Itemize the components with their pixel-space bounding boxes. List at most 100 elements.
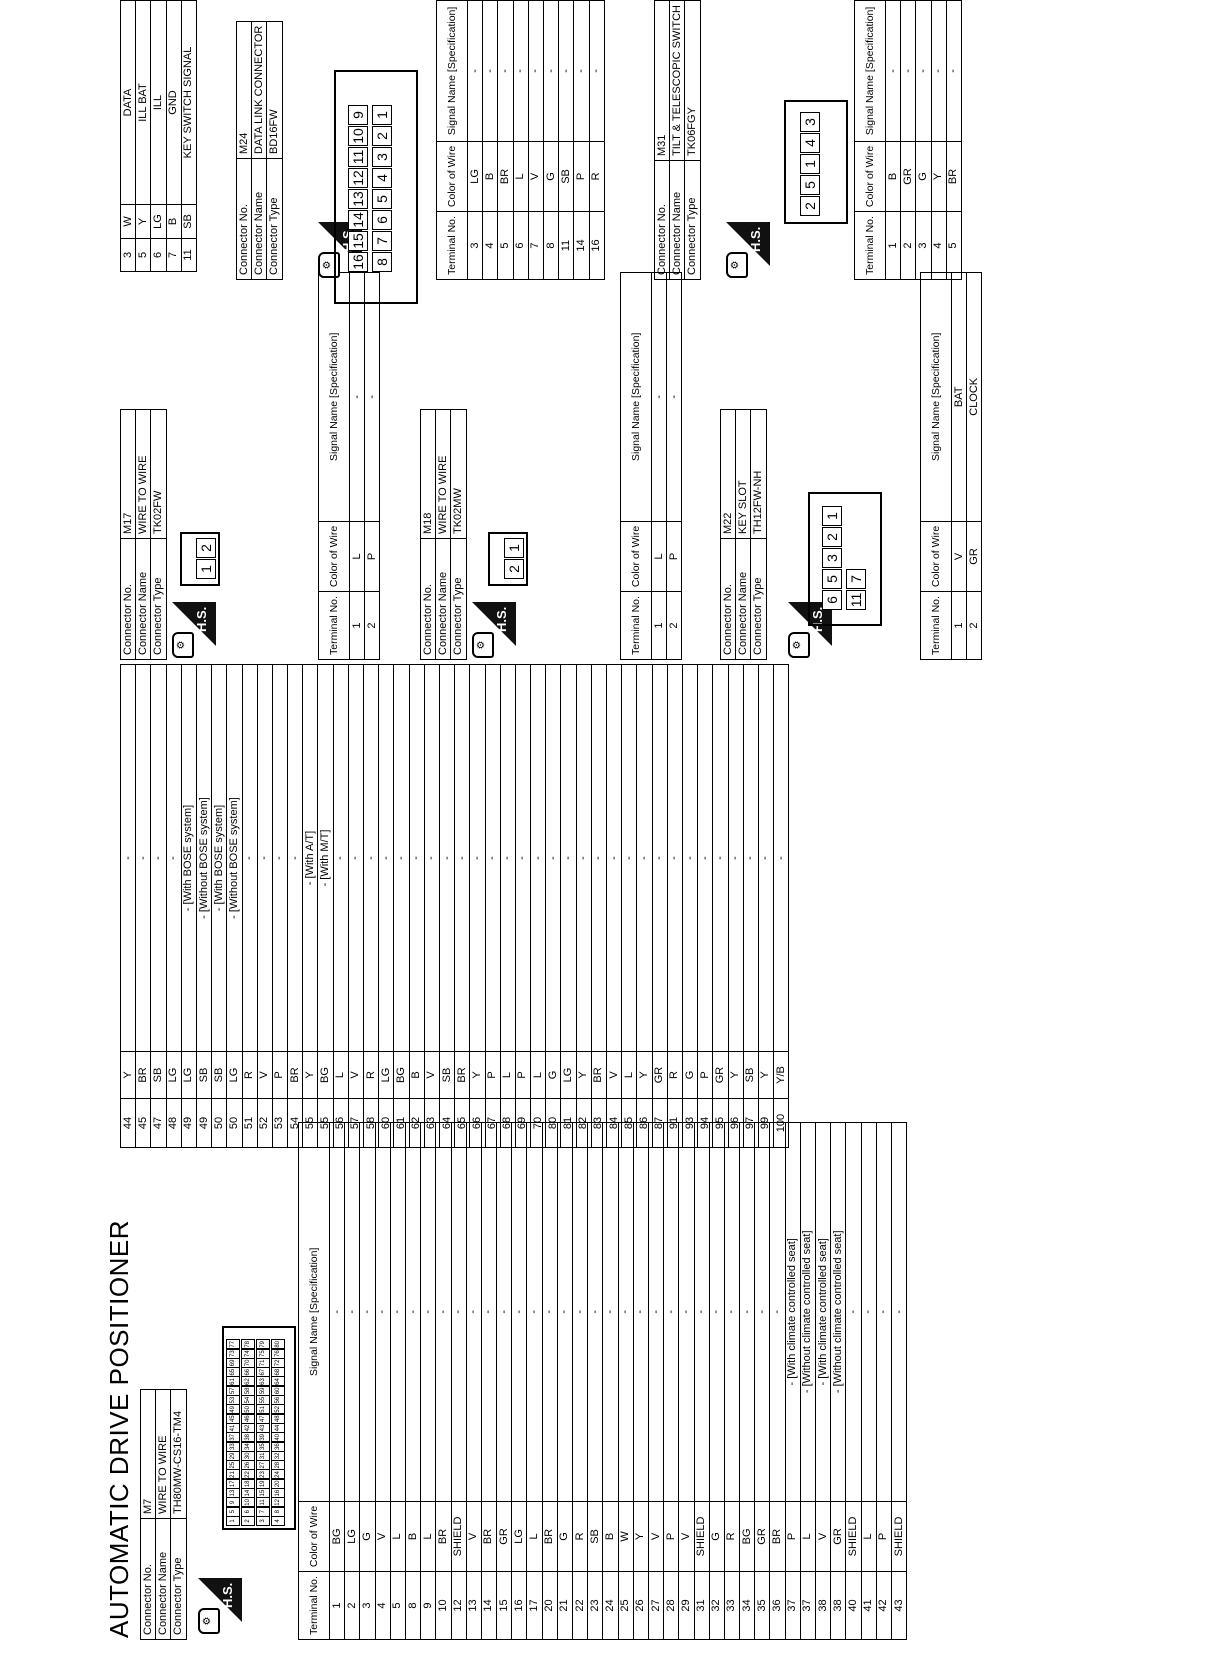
wire-color: L	[500, 1051, 516, 1099]
signal-name: -	[405, 1122, 421, 1502]
wire-color: Y	[469, 1051, 485, 1099]
terminal-no: 43	[891, 1571, 907, 1640]
terminal-no: 100	[773, 1098, 789, 1148]
signal-name: -	[375, 1122, 391, 1502]
terminal-no: 23	[587, 1571, 603, 1640]
wire-color: BR	[769, 1501, 786, 1572]
m7-pin-cell: 8	[271, 1506, 285, 1517]
m7-pin-cell: 53	[226, 1395, 240, 1406]
wire-color: SB	[150, 1051, 167, 1099]
pin-cell: 5	[800, 175, 820, 195]
signal-name: -	[697, 664, 713, 1052]
color-header: Color of Wire	[920, 521, 952, 592]
pin-cell: 3	[822, 548, 842, 568]
wire-color: V	[678, 1501, 694, 1572]
signal-name: -	[526, 1122, 543, 1502]
harness-icon: ⚙	[198, 1608, 220, 1634]
wire-color: V	[375, 1501, 391, 1572]
signal-name: -	[694, 1122, 710, 1502]
terminal-no: 25	[618, 1571, 634, 1640]
m17-hs-badge: ⚙H.S.	[170, 600, 216, 660]
info-label: Connector Type	[170, 1518, 187, 1640]
info-value: M24	[236, 21, 252, 159]
wire-color: GR	[830, 1501, 846, 1572]
wire-color: P	[272, 1051, 288, 1099]
signal-name: -	[166, 664, 182, 1052]
wire-color: R	[589, 141, 605, 212]
signal-name: -	[621, 664, 637, 1052]
wire-color: BR	[481, 1501, 497, 1572]
wire-color: SB	[743, 1051, 759, 1099]
terminal-no: 35	[754, 1571, 770, 1640]
terminal-no: 51	[242, 1098, 258, 1148]
signal-name: -	[545, 664, 561, 1052]
terminal-no: 11	[558, 211, 574, 280]
terminal-no: 96	[728, 1098, 744, 1148]
info-value: TK02FW	[150, 409, 167, 539]
m7-pin-cell: 19	[256, 1478, 270, 1489]
pin-cell: 5	[822, 569, 842, 589]
terminal-no: 50	[226, 1098, 242, 1148]
m7-pin-cell: 3	[256, 1516, 270, 1526]
info-label: Connector Type	[150, 538, 167, 660]
m7-pin-cell: 71	[256, 1357, 270, 1368]
terminal-no: 7	[166, 238, 182, 272]
signal-name: -	[678, 1122, 694, 1502]
wire-color: LG	[378, 1051, 394, 1099]
m7-pin-cell: 2	[241, 1516, 255, 1526]
signal-name: -	[481, 1122, 497, 1502]
terminal-no: 12	[451, 1571, 467, 1640]
signal-name: -	[348, 664, 364, 1052]
signal-name: -	[333, 664, 349, 1052]
wire-color: LG	[150, 204, 167, 239]
terminal-no: 69	[515, 1098, 531, 1148]
m7-pin-cell: 21	[226, 1469, 240, 1480]
m7-pin-cell: 33	[226, 1441, 240, 1452]
signal-name: -	[424, 664, 440, 1052]
wire-color: V	[648, 1501, 664, 1572]
terminal-no: 3	[467, 211, 483, 280]
terminal-no: 2	[900, 211, 916, 280]
pin-cell: 8	[372, 252, 392, 272]
m7-pin-cell: 37	[226, 1432, 240, 1443]
info-value: TK02MW	[450, 409, 467, 539]
terminal-no: 1	[651, 591, 667, 660]
terminal-no: 82	[576, 1098, 592, 1148]
m7-pin-cell: 56	[271, 1395, 285, 1406]
info-label: Connector Type	[750, 538, 767, 660]
signal-name: -	[349, 272, 365, 522]
terminal-no: 11	[181, 238, 197, 272]
wire-color: BR	[287, 1051, 303, 1099]
hs-label: H.S.	[194, 606, 209, 632]
signal-name: -	[652, 664, 668, 1052]
terminal-no: 33	[724, 1571, 740, 1640]
info-value: BD16FW	[266, 21, 283, 159]
terminal-no: 1	[349, 591, 365, 660]
wire-color: BG	[739, 1501, 755, 1572]
signal-name: ILL BAT	[135, 0, 151, 205]
info-label: Connector Name	[251, 158, 267, 280]
terminal-no: 48	[166, 1098, 182, 1148]
signal-name: -	[663, 1122, 679, 1502]
pin-cell: 3	[800, 112, 820, 132]
signal-name: DATA	[120, 0, 136, 205]
